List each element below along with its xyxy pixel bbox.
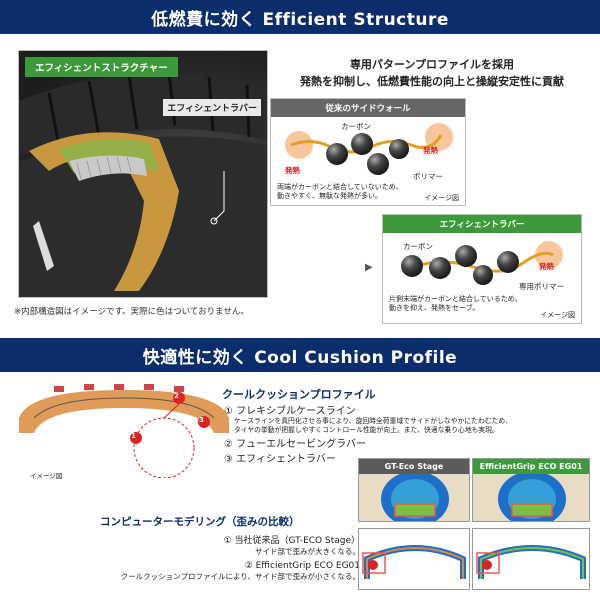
carbon-ball bbox=[429, 257, 451, 279]
image-note: イメージ図 bbox=[30, 472, 63, 480]
section-new-svg bbox=[476, 545, 586, 579]
label-heat-new: 発熱 bbox=[539, 262, 554, 271]
cool-cushion-text: クールクッションプロファイル ① フレキシブルケースライン ケースラインを真円化… bbox=[222, 386, 594, 465]
headline-line-1: 専用パターンプロファイルを採用 bbox=[349, 58, 515, 71]
model-2-desc: クールクッションプロファイルにより、サイド部で歪みが小さくなる。 bbox=[120, 572, 360, 581]
carbon-ball bbox=[473, 265, 493, 285]
marker-3: 3 bbox=[199, 416, 204, 424]
label-polymer: ポリマー bbox=[413, 172, 443, 181]
headline-line-2: 発熱を抑制し、低燃費性能の向上と操縦安定性に貢献 bbox=[300, 75, 564, 89]
model-image-eg01: EfficientGrip ECO EG01 bbox=[472, 458, 590, 522]
section-model-old bbox=[358, 528, 470, 590]
label-carbon: カーボン bbox=[341, 122, 371, 131]
panel-conventional-sidewall: 従来のサイドウォール カーボン 発熱 発熱 ポリマー 両端がカーボンと結合してい… bbox=[270, 98, 466, 206]
carbon-ball bbox=[351, 133, 373, 155]
feature-3: ③ エフィシェントラバー bbox=[224, 454, 336, 466]
tire-profile-diagram: 3 2 1 イメージ図 bbox=[14, 378, 234, 480]
modeling-text: コンピューターモデリング（歪みの比較） ① 当社従来品（GT-ECO Stage… bbox=[100, 514, 360, 582]
photo-note: ※内部構造図はイメージです。実際に色はついておりません。 bbox=[14, 307, 249, 317]
polymer-chain-old bbox=[285, 123, 453, 159]
panel-old-image-note: イメージ図 bbox=[424, 194, 459, 202]
model-1-label: ① 当社従来品（GT-ECO Stage） bbox=[223, 536, 360, 546]
panel-new-title: エフィシェントラバー bbox=[383, 215, 581, 233]
model-eg01-svg bbox=[473, 471, 589, 521]
tire-cutaway-illustration bbox=[19, 72, 267, 297]
model-image-gt-eco: GT-Eco Stage bbox=[358, 458, 470, 522]
carbon-ball bbox=[401, 255, 423, 277]
model-2-label: ② EfficientGrip ECO EG01 bbox=[244, 561, 360, 571]
tag-efficientgrip-eg01: EfficientGrip ECO EG01 bbox=[473, 459, 589, 474]
model-1-desc: サイド部で歪みが大きくなる。 bbox=[255, 547, 360, 556]
feature-1-desc: ケースラインを真円化させる事により、旋回時全荷重域でサイドがしなやかにたわむため… bbox=[234, 417, 512, 435]
efficient-rubber-label: エフィシェントラバー bbox=[163, 99, 261, 116]
panel-old-desc: 両端がカーボンと結合していないため、 動きやすく、無駄な発熱が多い。 bbox=[277, 183, 403, 201]
feature-1: ① フレキシブルケースライン bbox=[224, 406, 356, 417]
section-header-efficient-structure: 低燃費に効く Efficient Structure bbox=[0, 0, 600, 34]
carbon-ball bbox=[367, 153, 389, 175]
label-carbon-new: カーボン bbox=[403, 242, 433, 251]
tire-profile-svg bbox=[19, 384, 229, 479]
carbon-ball bbox=[389, 139, 409, 159]
tag-gt-eco-stage: GT-Eco Stage bbox=[359, 459, 469, 474]
section-model-new bbox=[472, 528, 590, 590]
carbon-ball bbox=[497, 251, 519, 273]
arrow-right-icon: ▶ bbox=[365, 262, 373, 273]
cool-cushion-title: クールクッションプロファイル bbox=[222, 388, 376, 401]
carbon-ball bbox=[455, 245, 477, 267]
panel-old-title: 従来のサイドウォール bbox=[271, 99, 465, 117]
panel-efficient-rubber: エフィシェントラバー カーボン 発熱 専用ポリマー 片側末端がカーボンと結合して… bbox=[382, 214, 582, 324]
label-special-polymer: 専用ポリマー bbox=[519, 282, 564, 291]
marker-2: 2 bbox=[174, 392, 179, 400]
label-heat-left: 発熱 bbox=[285, 166, 300, 175]
feature-2: ② フューエルセービングラバー bbox=[224, 439, 367, 451]
panel-new-desc: 片側末端がカーボンと結合しているため、 動きを抑え、発熱をセーブ。 bbox=[389, 295, 522, 313]
model-gt-eco-svg bbox=[359, 471, 469, 521]
label-heat-right: 発熱 bbox=[423, 146, 438, 155]
carbon-ball bbox=[326, 143, 348, 165]
panel-new-image-note: イメージ図 bbox=[540, 311, 575, 319]
efficient-structure-label: エフィシェントストラクチャー bbox=[25, 57, 178, 77]
section-header-cool-cushion: 快適性に効く Cool Cushion Profile bbox=[0, 338, 600, 372]
modeling-title: コンピューターモデリング（歪みの比較） bbox=[100, 516, 300, 528]
section-old-svg bbox=[362, 545, 466, 579]
tire-cutaway-image: エフィシェントストラクチャー エフィシェントラバー bbox=[18, 50, 268, 298]
efficient-headline: 専用パターンプロファイルを採用 発熱を抑制し、低燃費性能の向上と操縦安定性に貢献 bbox=[272, 56, 592, 90]
marker-1: 1 bbox=[131, 432, 136, 440]
